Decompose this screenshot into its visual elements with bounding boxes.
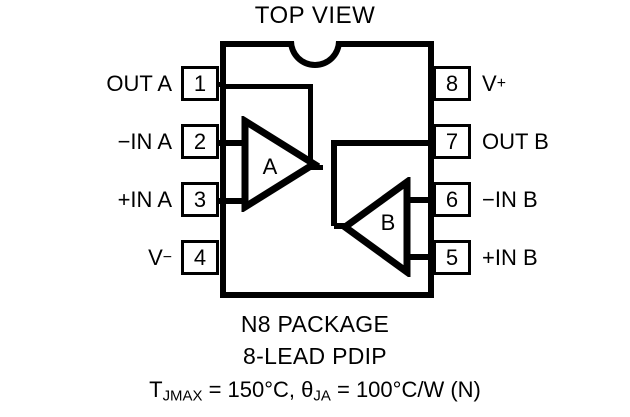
pin-label-5-text: +IN B bbox=[482, 245, 538, 270]
pin-box-5: 5 bbox=[433, 240, 471, 275]
pin-label-6-text: −IN B bbox=[482, 187, 538, 212]
package-type: 8-LEAD PDIP bbox=[243, 343, 387, 369]
pin-number-1: 1 bbox=[193, 70, 207, 96]
pin-label-2: −IN A bbox=[20, 131, 172, 153]
pin-number-5: 5 bbox=[445, 244, 459, 270]
pin-label-4: V− bbox=[148, 245, 172, 270]
wire-pin7-lead bbox=[428, 140, 434, 146]
wire-pin6-stub bbox=[402, 197, 432, 203]
pin-label-3-text: +IN A bbox=[117, 187, 172, 212]
tjmax-value: = 150°C, bbox=[202, 377, 302, 402]
pin-box-4: 4 bbox=[181, 240, 219, 275]
theta-value: = 100°C/W (N) bbox=[330, 377, 481, 402]
wire-pin5-stub bbox=[402, 254, 432, 260]
pin-number-4: 4 bbox=[193, 244, 207, 270]
amplifier-b-label: B bbox=[380, 210, 396, 235]
wire-a-out-top-rail bbox=[225, 84, 313, 89]
pin-number-3: 3 bbox=[193, 186, 207, 212]
wire-pin3-stub bbox=[219, 198, 246, 204]
pin-number-6: 6 bbox=[445, 186, 459, 212]
tjmax-symbol: T bbox=[149, 377, 163, 402]
tjmax-subscript: JMAX bbox=[162, 387, 203, 405]
pin-label-7-text: OUT B bbox=[482, 129, 549, 154]
wire-b-out-top-rail bbox=[331, 140, 431, 146]
page-title: TOP VIEW bbox=[254, 2, 376, 29]
pin-label-5: +IN B bbox=[482, 247, 630, 269]
pin-label-8-text: V bbox=[482, 71, 497, 96]
pin-label-2-text: −IN A bbox=[117, 129, 172, 154]
pin-number-7: 7 bbox=[445, 128, 459, 154]
pin-label-8: V+ bbox=[482, 71, 506, 96]
theta-symbol: θ bbox=[301, 377, 314, 402]
wire-a-apex-stub bbox=[311, 165, 323, 170]
pin-box-3: 3 bbox=[181, 182, 219, 217]
wire-pin1-lead bbox=[219, 82, 225, 87]
package-name: N8 PACKAGE bbox=[240, 311, 390, 337]
pin-label-1: OUT A bbox=[20, 73, 172, 95]
pin-label-1-text: OUT A bbox=[106, 71, 172, 96]
pin-box-7: 7 bbox=[433, 124, 471, 159]
pin-label-7: OUT B bbox=[482, 131, 630, 153]
pin-box-2: 2 bbox=[181, 124, 219, 159]
pin-label-3: +IN A bbox=[20, 189, 172, 211]
wire-a-out-vertical bbox=[308, 84, 313, 168]
amplifier-b-symbol bbox=[341, 177, 411, 277]
amplifier-a-label: A bbox=[262, 154, 278, 179]
pin-label-4-text: V bbox=[148, 245, 163, 270]
wire-b-out-vertical bbox=[331, 142, 337, 226]
pin-label-6: −IN B bbox=[482, 189, 630, 211]
pin-box-1: 1 bbox=[181, 66, 219, 101]
wire-pin2-stub bbox=[219, 140, 246, 146]
theta-subscript: JA bbox=[313, 387, 331, 405]
pin-box-8: 8 bbox=[433, 66, 471, 101]
pin-number-2: 2 bbox=[193, 128, 207, 154]
pin-box-6: 6 bbox=[433, 182, 471, 217]
thermal-spec: TJMAX = 150°C, θJA = 100°C/W (N) bbox=[0, 379, 630, 404]
amplifier-a-symbol bbox=[241, 116, 320, 212]
pin-number-8: 8 bbox=[445, 70, 459, 96]
